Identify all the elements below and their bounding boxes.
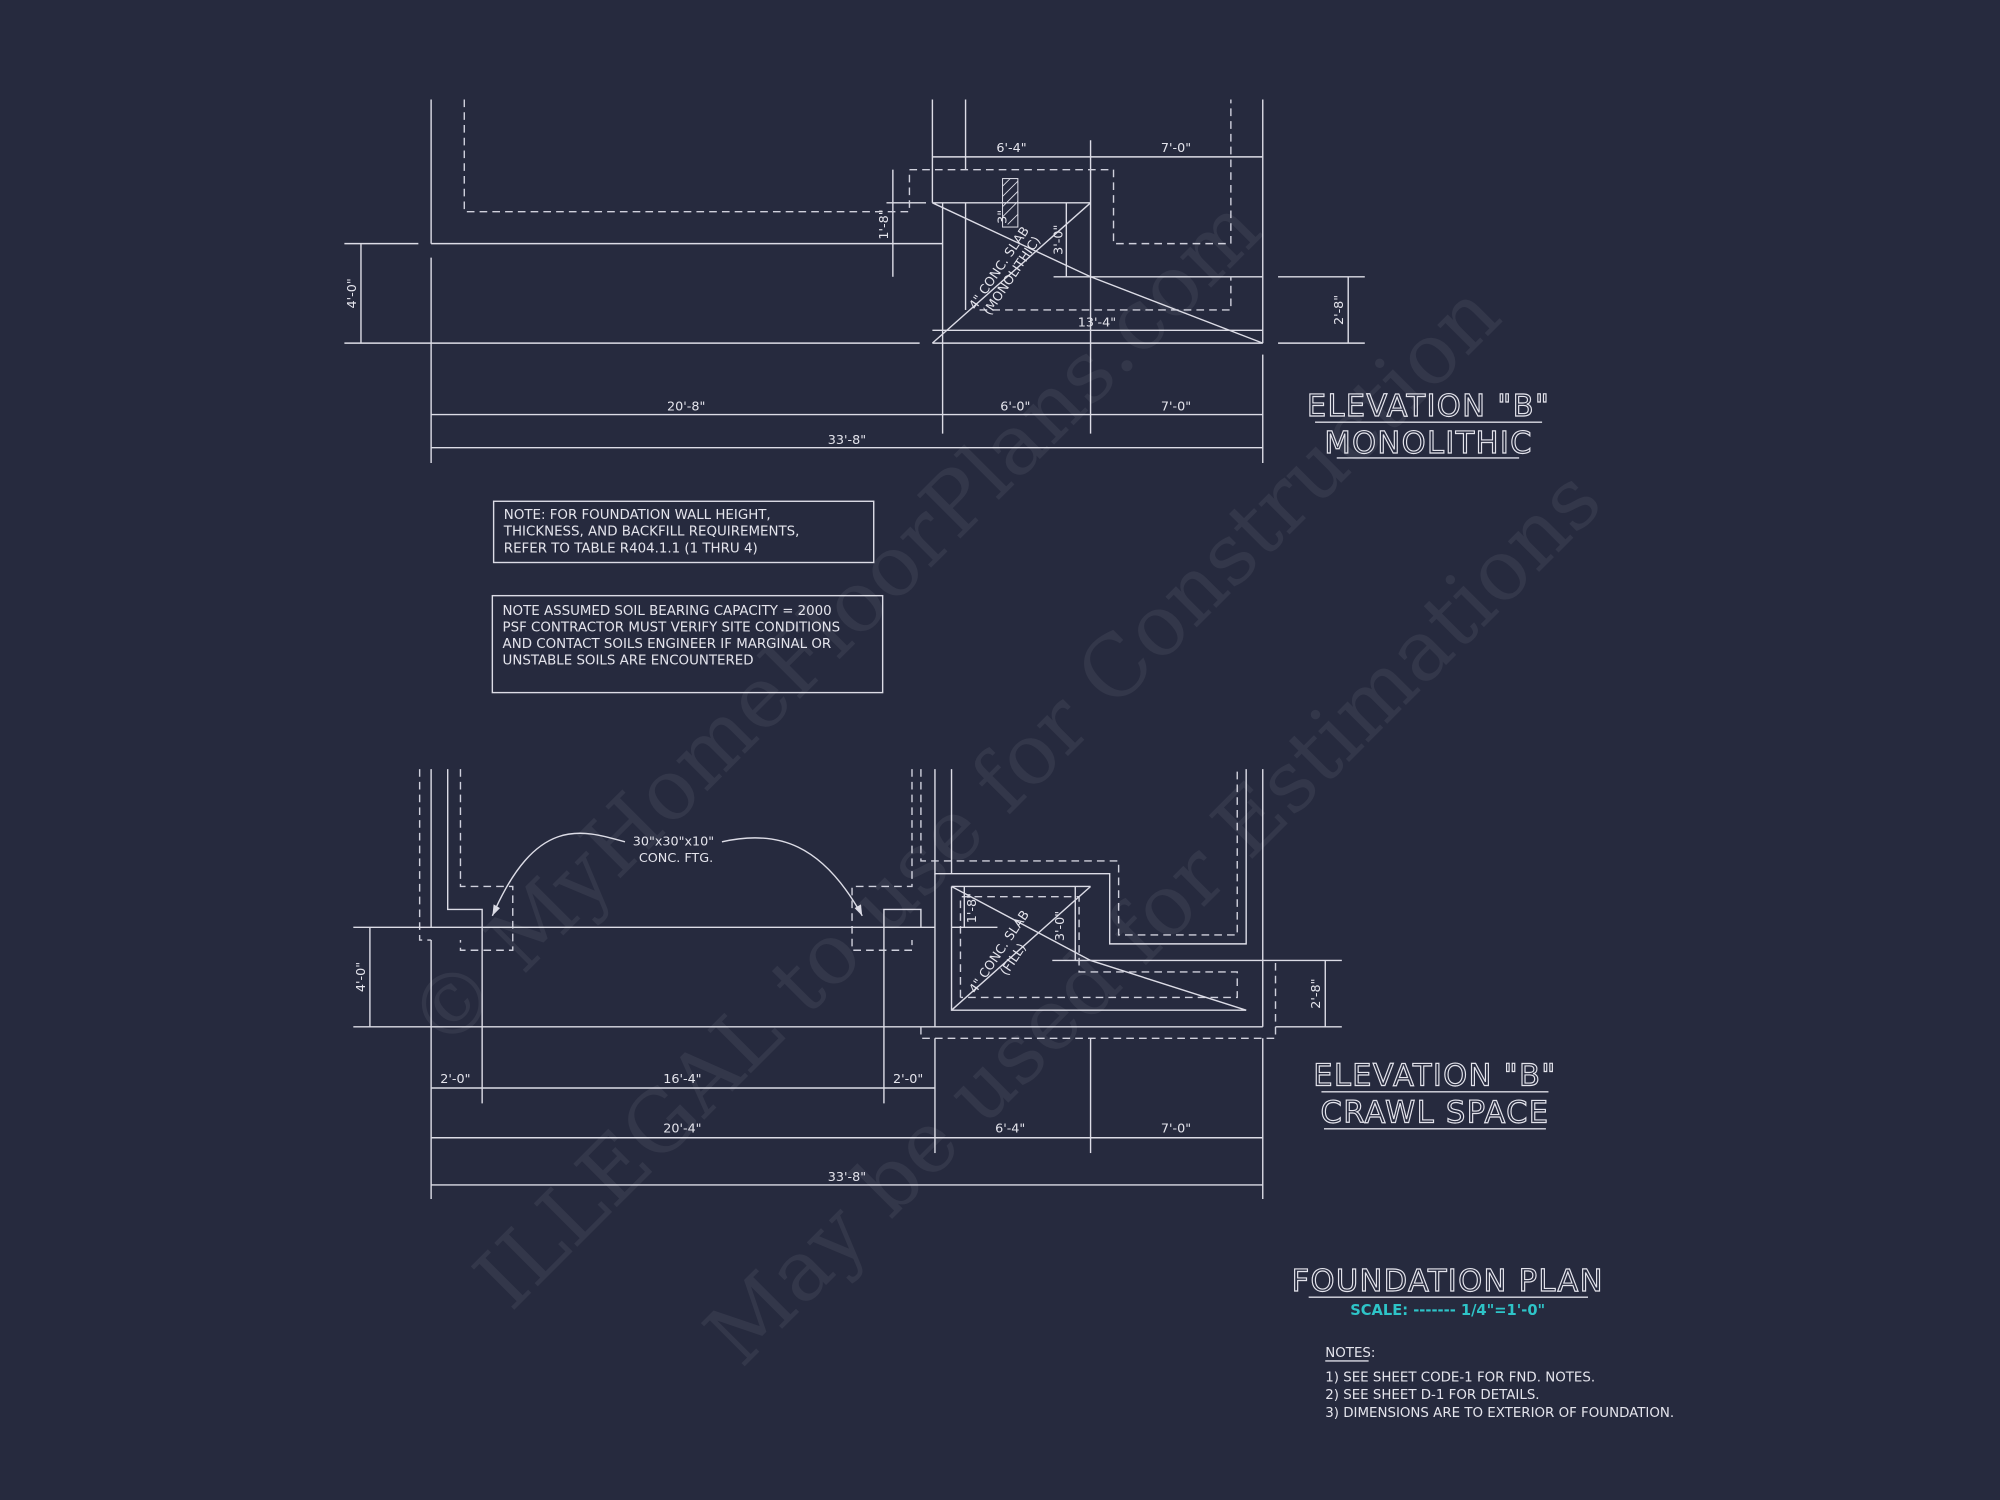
arrowhead [854,904,863,916]
plan-note: 2) SEE SHEET D-1 FOR DETAILS. [1325,1388,1539,1403]
drawing-line [883,908,922,1104]
dim-20-8: 20'-8" [667,400,705,415]
drawing-line [931,202,1092,344]
footing-leader-right [721,837,863,917]
dim-13-4: 13'-4" [1078,316,1116,331]
dim-1-8: 1'-8" [965,893,980,923]
dim-4-0: 4'-0" [345,278,360,308]
dim-3-0: 3'-0" [1052,225,1067,255]
plan-note: 3) DIMENSIONS ARE TO EXTERIOR OF FOUNDAT… [1325,1406,1674,1421]
note2-line: UNSTABLE SOILS ARE ENCOUNTERED [503,654,754,669]
dim-2-0-left: 2'-0" [440,1072,470,1087]
elevation-crawl-drawing [353,769,1342,1199]
elevation-monolithic-drawing [344,99,1365,464]
dim-2-8: 2'-8" [1332,295,1347,325]
hidden-footing-line [418,769,432,941]
elevation-crawl-subtitle: CRAWL SPACE [1321,1095,1550,1130]
drawing-line [1002,201,1019,218]
dim-3-inch: 3" [995,210,1010,224]
drawing-line [934,769,1247,945]
plan-note: 1) SEE SHEET CODE-1 FOR FND. NOTES. [1325,1370,1595,1385]
note2-line: NOTE ASSUMED SOIL BEARING CAPACITY = 200… [503,604,832,619]
note1-line: REFER TO TABLE R404.1.1 (1 THRU 4) [504,541,758,556]
drawing-line [932,202,1264,344]
hidden-footing-line [959,895,1238,999]
hidden-footing-line [459,769,514,951]
arrowhead [492,904,500,916]
dim-2-8: 2'-8" [1309,979,1324,1009]
hidden-footing-line [979,276,1232,311]
hidden-footing-line [920,960,1277,1039]
dim-6-4: 6'-4" [996,141,1026,156]
drawing-line [492,500,875,564]
note2-line: AND CONTACT SOILS ENGINEER IF MARGINAL O… [503,637,832,652]
plan-title: FOUNDATION PLAN [1292,1264,1604,1299]
elevation-monolithic-subtitle: MONOLITHIC [1324,426,1532,461]
dim-7-0: 7'-0" [1161,1122,1191,1137]
note1-line: THICKNESS, AND BACKFILL REQUIREMENTS, [503,525,800,540]
elevation-monolithic-title: ELEVATION "B" [1307,389,1550,424]
dim-20-4: 20'-4" [663,1122,701,1137]
notes-heading: NOTES: [1325,1346,1375,1361]
elevation-crawl-title: ELEVATION "B" [1313,1058,1556,1093]
footing-leader-left [491,832,626,917]
drawing-line [1002,178,1011,187]
hidden-footing-line [920,769,1238,936]
dim-4-0: 4'-0" [354,962,369,992]
dim-1-8: 1'-8" [877,209,892,239]
drawing-line [1002,180,1019,197]
drawing-line [951,885,1247,1011]
dim-7-0-bottom: 7'-0" [1161,400,1191,415]
dim-2-0-right: 2'-0" [893,1072,923,1087]
plan-scale: SCALE: ------- 1/4"=1'-0" [1350,1302,1545,1319]
dim-6-0: 6'-0" [1000,400,1030,415]
dim-6-4: 6'-4" [995,1122,1025,1137]
dim-7-0-top: 7'-0" [1161,141,1191,156]
hidden-footing-line [851,769,913,951]
hidden-footing-line [463,99,1232,245]
plan-title-block: FOUNDATION PLAN SCALE: ------- 1/4"=1'-0… [1291,1263,1674,1421]
dim-16-4: 16'-4" [663,1072,701,1087]
drawing-line [1002,178,1019,225]
footing-label: 30"x30"x10" [633,835,714,850]
drawing-line [951,885,1092,1011]
dim-3-0: 3'-0" [1053,911,1068,941]
dim-33-8: 33'-8" [828,1170,866,1185]
dim-33-8: 33'-8" [828,433,866,448]
drawing-line [1002,191,1019,207]
drawing-line [1007,213,1019,225]
footing-label-sub: CONC. FTG. [639,851,713,866]
drawing-line [491,594,884,694]
note-box-wall-height: NOTE: FOR FOUNDATION WALL HEIGHT, THICKN… [492,500,875,564]
note2-line: PSF CONTRACTOR MUST VERIFY SITE CONDITIO… [503,620,841,635]
note-box-soil-bearing: NOTE ASSUMED SOIL BEARING CAPACITY = 200… [491,594,884,694]
note1-line: NOTE: FOR FOUNDATION WALL HEIGHT, [504,508,771,523]
drawing-line [447,769,483,1104]
